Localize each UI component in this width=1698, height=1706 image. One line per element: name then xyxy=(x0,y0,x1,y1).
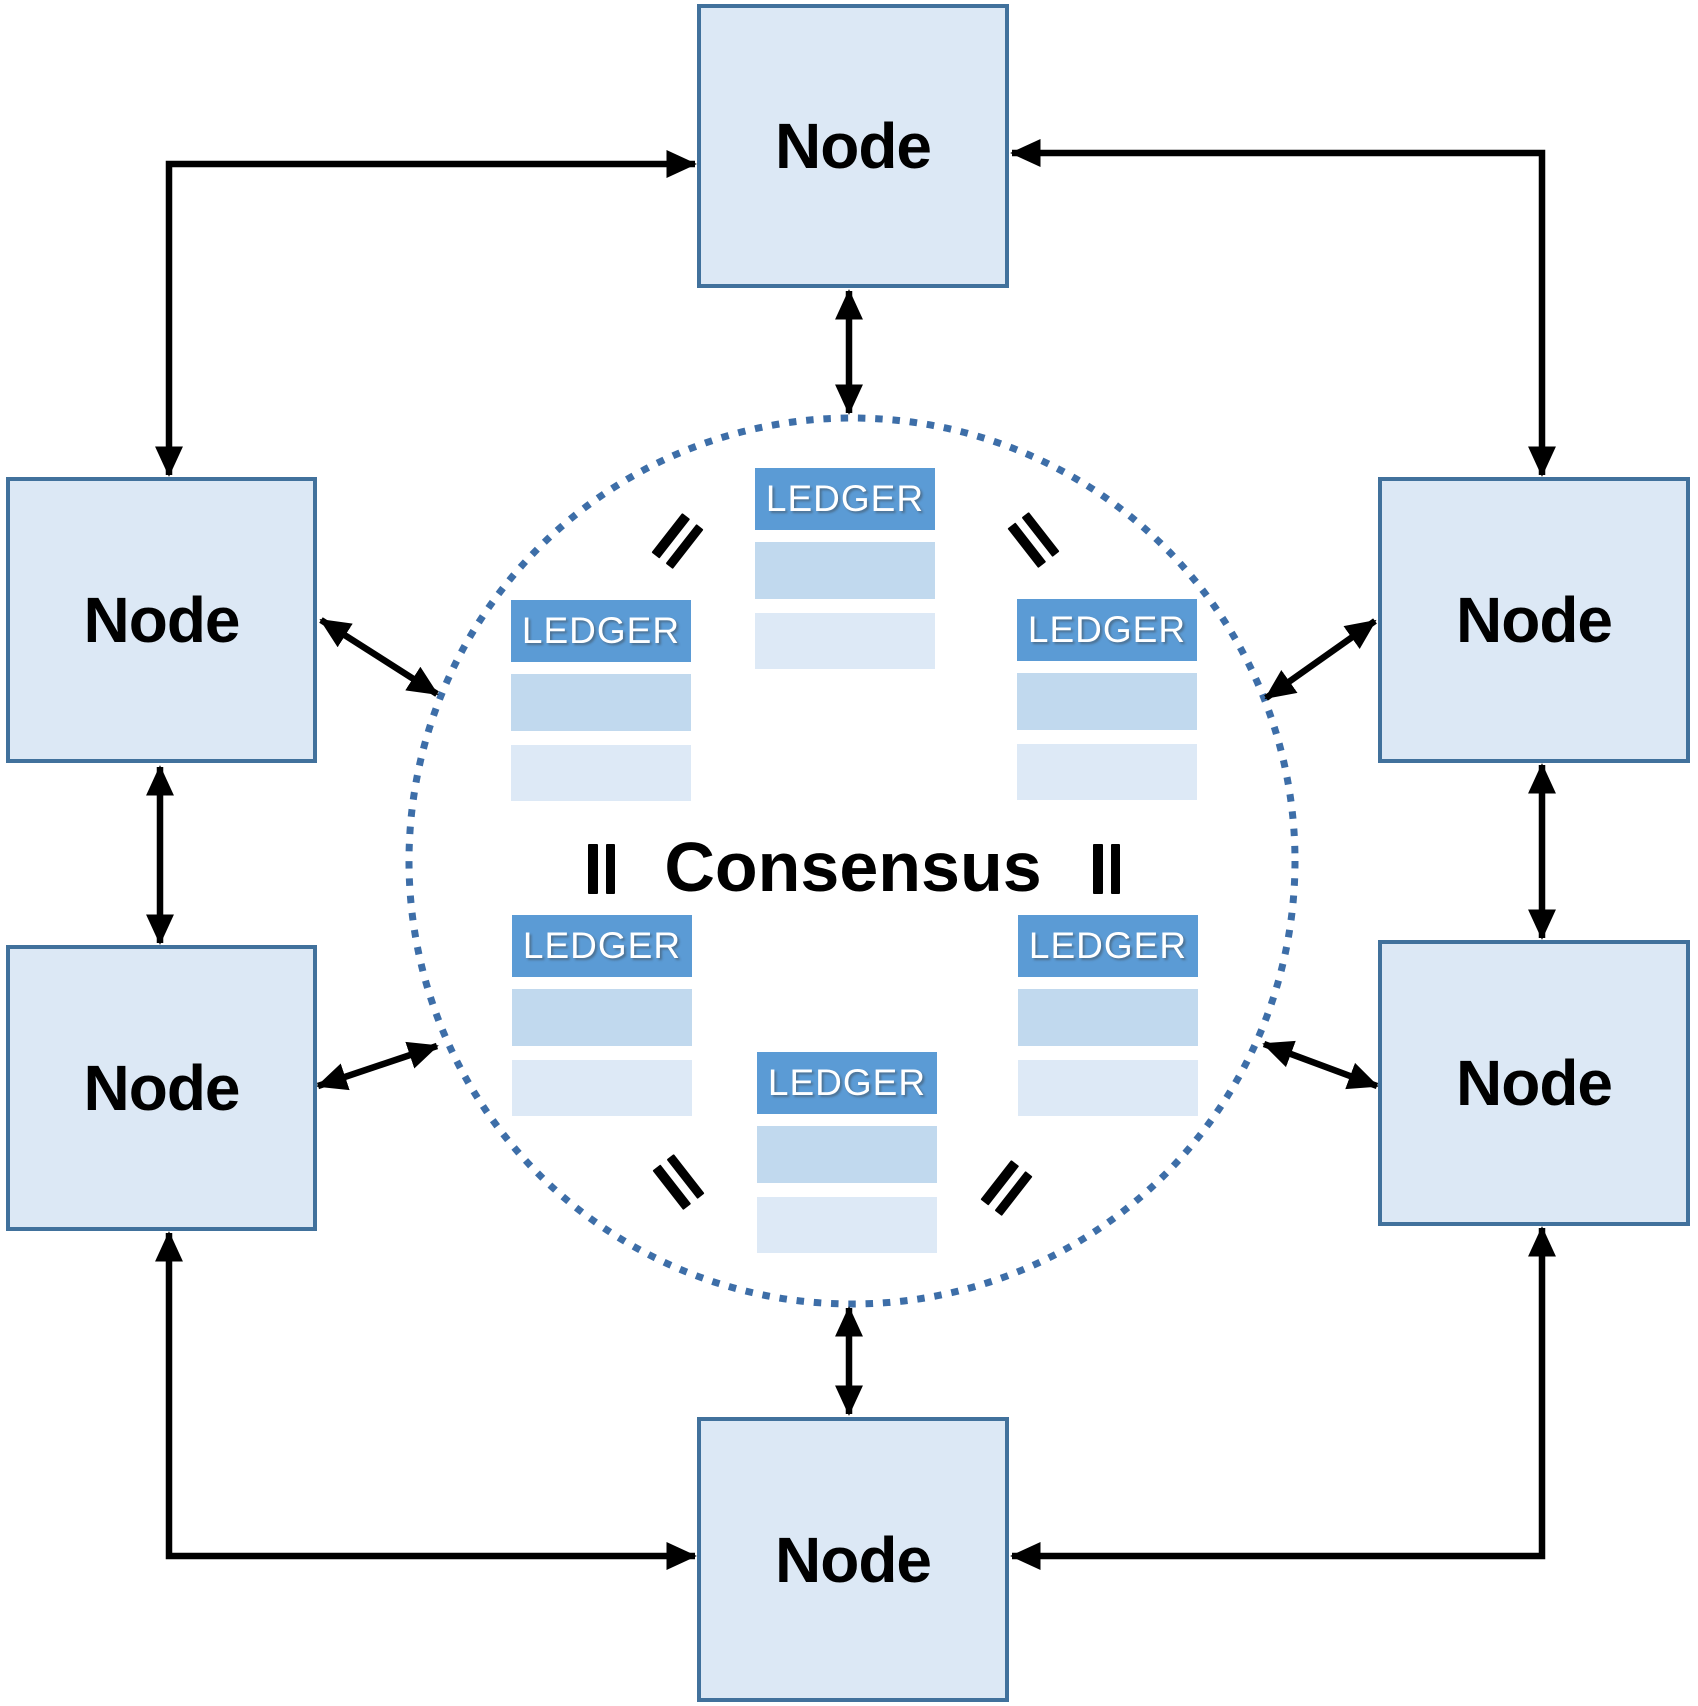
ledger-upper-left: LEDGER xyxy=(511,600,691,801)
ledger-header: LEDGER xyxy=(757,1052,937,1114)
equals-sign-icon xyxy=(588,844,615,894)
ledger-bottom-center: LEDGER xyxy=(757,1052,937,1253)
node-left-lower: Node xyxy=(6,945,317,1231)
node-right-lower: Node xyxy=(1378,940,1690,1226)
link-right-lower-node-to-circle xyxy=(1262,1040,1379,1090)
connector-bottom-node-to-left-lower-node xyxy=(154,1231,697,1571)
ledger-row xyxy=(511,745,691,801)
ledger-header: LEDGER xyxy=(755,468,935,530)
ledger-row xyxy=(1018,1060,1198,1116)
ledger-row xyxy=(512,1060,692,1116)
node-bottom-label: Node xyxy=(775,1523,932,1596)
node-top: Node xyxy=(697,4,1009,288)
ledger-row xyxy=(755,613,935,669)
ledger-row xyxy=(512,989,692,1046)
node-right-upper: Node xyxy=(1378,477,1690,763)
equals-sign-icon xyxy=(1093,844,1120,894)
connector-bottom-node-to-right-lower-node xyxy=(1010,1226,1557,1571)
ledger-header: LEDGER xyxy=(1017,599,1197,661)
node-left-upper-label: Node xyxy=(83,584,241,656)
ledger-row xyxy=(1017,673,1197,730)
ledger-row xyxy=(757,1126,937,1183)
ledger-header: LEDGER xyxy=(1018,915,1198,977)
consensus-boundary-circle xyxy=(405,414,1299,1308)
ledger-header: LEDGER xyxy=(511,600,691,662)
connector-top-node-to-right-upper-node xyxy=(1010,138,1557,477)
ledger-row xyxy=(1018,989,1198,1046)
ledger-row xyxy=(755,542,935,599)
node-right-upper-label: Node xyxy=(1456,584,1613,656)
ledger-lower-left: LEDGER xyxy=(512,915,692,1116)
node-left-upper: Node xyxy=(6,477,317,763)
node-bottom: Node xyxy=(697,1417,1009,1702)
node-left-lower-label: Node xyxy=(83,1052,241,1124)
consensus-label: Consensus xyxy=(664,828,1042,906)
ledger-row xyxy=(511,674,691,731)
connector-top-node-to-left-upper-node xyxy=(154,149,697,477)
node-right-lower-label: Node xyxy=(1456,1047,1613,1119)
ledger-lower-right: LEDGER xyxy=(1018,915,1198,1116)
link-left-lower-node-to-circle xyxy=(316,1041,439,1091)
ledger-row xyxy=(757,1197,937,1253)
ledger-upper-right: LEDGER xyxy=(1017,599,1197,800)
ledger-row xyxy=(1017,744,1197,800)
link-left-upper-node-to-circle xyxy=(319,617,439,697)
ledger-header: LEDGER xyxy=(512,915,692,977)
link-right-upper-node-to-circle xyxy=(1264,618,1377,701)
node-top-label: Node xyxy=(775,110,932,182)
ledger-top-center: LEDGER xyxy=(755,468,935,669)
